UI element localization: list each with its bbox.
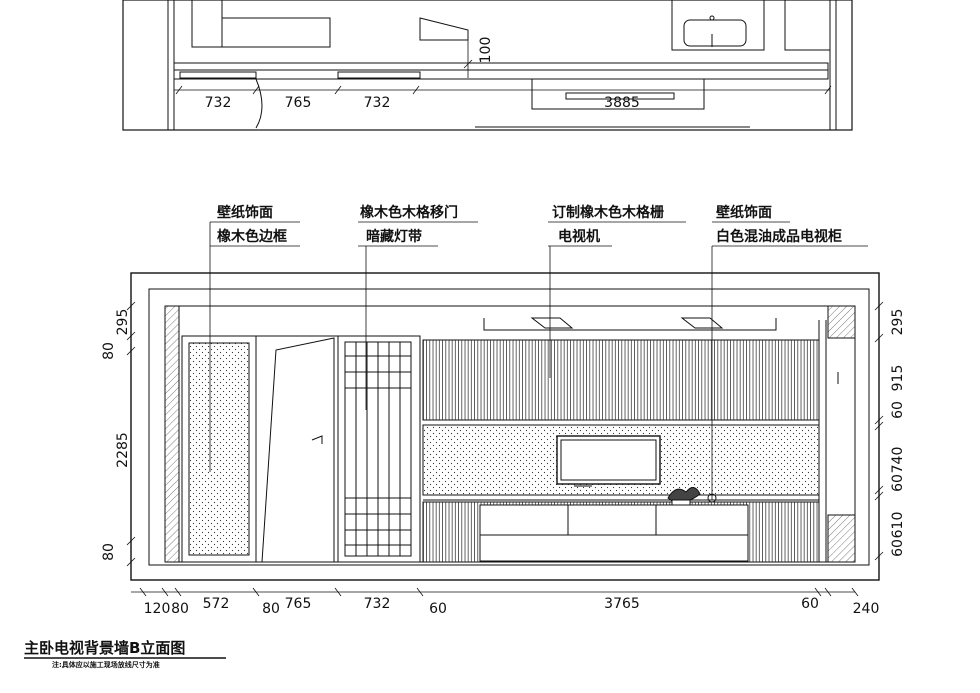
bottom-dim-1: 120 bbox=[144, 601, 171, 617]
wood-lattice-door bbox=[337, 335, 421, 563]
left-wall-section bbox=[164, 305, 180, 563]
plan-dim-d1: 100 bbox=[478, 37, 494, 64]
left-dim-2: 80 bbox=[101, 342, 117, 360]
callout-2-line2: 暗藏灯带 bbox=[366, 228, 422, 245]
plan-dim-w3: 732 bbox=[364, 95, 391, 111]
television bbox=[556, 435, 661, 487]
bottom-dim-9: 60 bbox=[801, 596, 819, 612]
elevation-dim-lines bbox=[126, 301, 884, 597]
bottom-dim-4: 80 bbox=[262, 601, 280, 617]
callout-1-line1: 壁纸饰面 bbox=[217, 204, 273, 221]
drawing-title: 主卧电视背景墙B立面图 bbox=[24, 639, 185, 657]
bottom-dim-2: 80 bbox=[171, 601, 189, 617]
left-wallpaper-panel bbox=[181, 335, 257, 563]
right-dim-3: 60 bbox=[890, 401, 906, 419]
left-dim-4: 80 bbox=[101, 543, 117, 561]
right-dim-4: 740 bbox=[890, 447, 906, 474]
bottom-dim-7: 60 bbox=[429, 601, 447, 617]
wood-slat-upper bbox=[422, 339, 820, 421]
callout-3-line2: 电视机 bbox=[558, 228, 600, 245]
right-dim-1: 295 bbox=[890, 309, 906, 336]
bottom-dim-10: 240 bbox=[853, 601, 880, 617]
callout-4-line1: 壁纸饰面 bbox=[716, 204, 772, 221]
plan-dim-w2: 765 bbox=[285, 95, 312, 111]
right-dim-6: 610 bbox=[890, 512, 906, 539]
callout-2-line1: 橡木色木格移门 bbox=[360, 204, 458, 221]
callout-3-line1: 订制橡木色木格栅 bbox=[552, 204, 664, 221]
bottom-dim-5: 765 bbox=[285, 596, 312, 612]
left-dim-3: 2285 bbox=[115, 432, 131, 468]
right-dim-2: 915 bbox=[890, 365, 906, 392]
pendant-lamp bbox=[707, 493, 717, 503]
plan-dim-w4: 3885 bbox=[604, 95, 640, 111]
plan-dim-w1: 732 bbox=[205, 95, 232, 111]
sliding-door-panel bbox=[255, 335, 339, 563]
right-dim-5: 60 bbox=[890, 474, 906, 492]
callout-4-line2: 白色混油成品电视柜 bbox=[716, 228, 842, 245]
bottom-dim-6: 732 bbox=[364, 596, 391, 612]
right-wall-section bbox=[818, 305, 856, 563]
plan-dimensions bbox=[174, 40, 832, 95]
left-dim-1: 295 bbox=[115, 309, 131, 336]
downlights bbox=[483, 317, 777, 331]
plan-view bbox=[122, 0, 853, 131]
bottom-dim-8: 3765 bbox=[604, 596, 640, 612]
right-dim-7: 60 bbox=[890, 539, 906, 557]
drawing-note: 注:具体应以施工现场放线尺寸为准 bbox=[52, 660, 160, 669]
callout-1-line2: 橡木色边框 bbox=[217, 228, 287, 245]
tv-cabinet bbox=[479, 504, 749, 562]
bottom-dim-3: 572 bbox=[203, 596, 230, 612]
